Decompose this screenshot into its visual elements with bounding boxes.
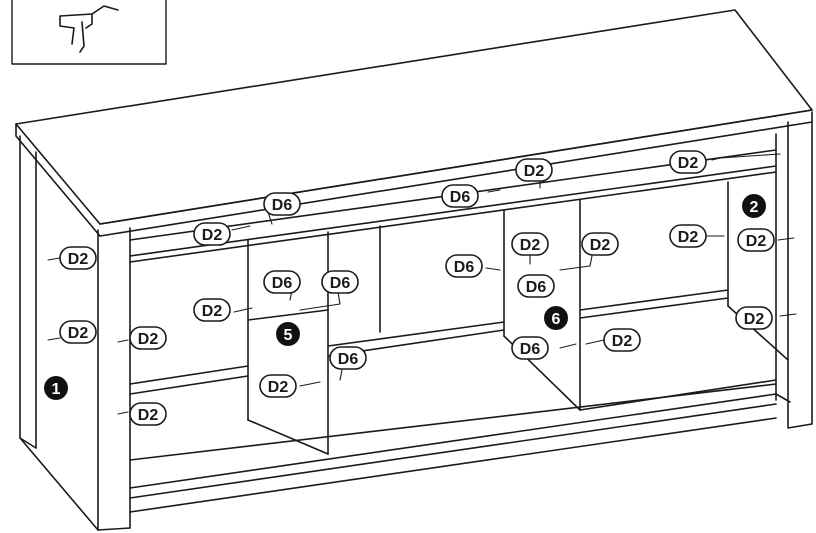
label-pill [669,150,707,174]
label-text: D2 [138,407,159,424]
step-marker-step-2: 2 [742,194,766,218]
step-marker-step-6: 6 [544,306,568,330]
label-text: D2 [68,251,89,268]
label-text: D2 [678,155,699,172]
label-text: D6 [526,279,547,296]
step-circle [544,306,568,330]
step-number: 6 [552,311,561,328]
left-side-panel [19,135,131,531]
label-pill [511,336,549,360]
dowel-label-d2-top-mid: D2 [515,158,553,182]
label-text: D2 [744,311,765,328]
dowel-label-d6-shelf5-c: D6 [329,346,367,370]
label-text: D6 [520,341,541,358]
bottom-plinth [129,393,791,513]
dowel-label-d6-top-mid: D6 [441,184,479,208]
label-pill [263,192,301,216]
label-text: D2 [524,163,545,180]
label-text: D2 [678,229,699,246]
dowel-label-d6-mid-b: D6 [517,274,555,298]
step-markers: 1 2 5 6 [44,194,766,400]
dowel-label-d2-shelf5-b: D2 [259,374,297,398]
step-marker-step-5: 5 [276,322,300,346]
step-number: 2 [750,199,759,216]
label-pill [737,228,775,252]
dowel-label-d2-right-b: D2 [737,228,775,252]
label-pill [59,246,97,270]
dowel-label-d6-shelf5-a: D6 [263,270,301,294]
dowel-label-d2-mid-c: D2 [603,328,641,352]
step-number: 5 [284,327,293,344]
dowel-label-d2-shelf5-a: D2 [193,298,231,322]
label-pill [259,374,297,398]
label-text: D2 [202,227,223,244]
label-pill [129,326,167,350]
label-pill [263,270,301,294]
label-text: D2 [202,303,223,320]
label-text: D2 [68,325,89,342]
dowel-label-d2-mid-b: D2 [581,232,619,256]
label-text: D6 [338,351,359,368]
label-text: D2 [612,333,633,350]
label-text: D2 [590,237,611,254]
dowel-label-d6-mid-a: D6 [445,254,483,278]
dowel-label-d2-left-4: D2 [129,402,167,426]
label-pill [581,232,619,256]
dowel-label-d2-right-a: D2 [669,224,707,248]
dowel-label-d2-top-right: D2 [669,150,707,174]
connector-detail-icon [59,5,119,53]
label-pill [129,402,167,426]
dowel-label-d2-left-2: D2 [59,320,97,344]
label-pill [669,224,707,248]
label-pill [329,346,367,370]
dowel-label-d6-top-left: D6 [263,192,301,216]
dowel-label-d2-left-3: D2 [129,326,167,350]
right-side-panel [775,111,813,429]
label-pill [515,158,553,182]
label-text: D6 [330,275,351,292]
step-circle [276,322,300,346]
step-marker-step-1: 1 [44,376,68,400]
label-text: D6 [450,189,471,206]
label-pill [321,270,359,294]
label-text: D2 [268,379,289,396]
dowel-label-d2-mid-a: D2 [511,232,549,256]
label-pill [193,222,231,246]
top-panel [15,9,813,237]
label-pill [511,232,549,256]
step-number: 1 [52,381,61,398]
label-text: D2 [746,233,767,250]
label-pill [517,274,555,298]
dowel-label-d2-left-1: D2 [59,246,97,270]
dowel-label-d6-mid-c: D6 [511,336,549,360]
label-pill [603,328,641,352]
label-text: D2 [138,331,159,348]
label-text: D2 [520,237,541,254]
label-pill [445,254,483,278]
label-pill [59,320,97,344]
step-circle [742,194,766,218]
label-text: D6 [272,275,293,292]
detail-inset [11,0,167,65]
label-pill [193,298,231,322]
label-text: D6 [272,197,293,214]
dowel-label-d2-top-left: D2 [193,222,231,246]
partitions [247,181,729,455]
step-circle [44,376,68,400]
label-pill [735,306,773,330]
dowel-label-d6-shelf5-b: D6 [321,270,359,294]
label-text: D6 [454,259,475,276]
dowel-label-d2-right-c: D2 [735,306,773,330]
label-pill [441,184,479,208]
